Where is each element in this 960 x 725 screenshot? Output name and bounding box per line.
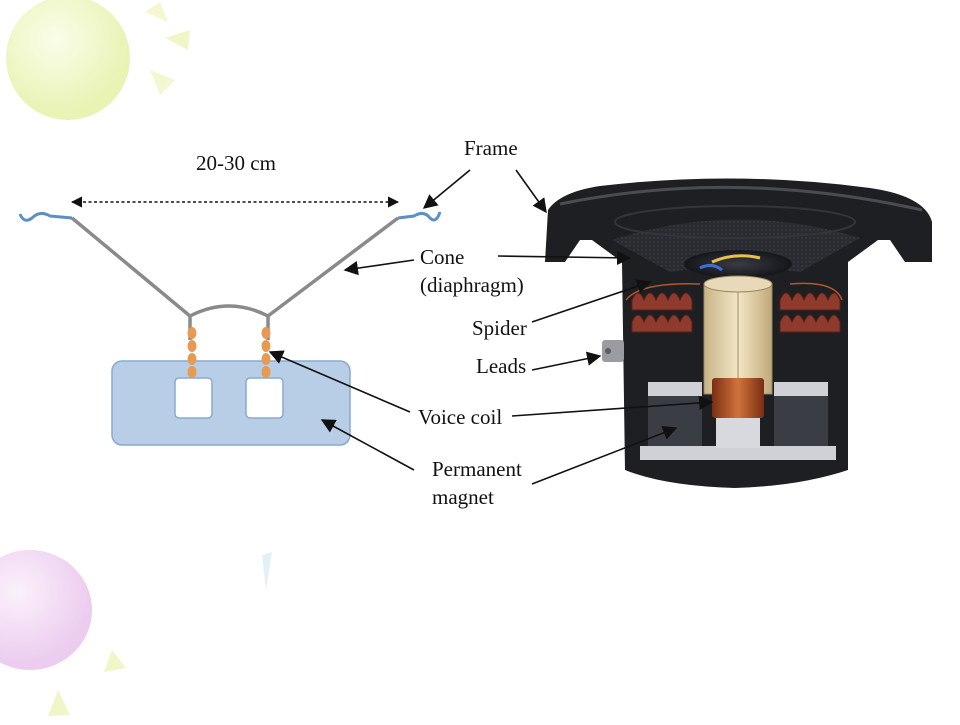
arrow-voice-coil-left <box>268 350 411 413</box>
arrow-frame-right <box>515 169 547 214</box>
voice-coil-photo <box>712 378 764 418</box>
magnet-right <box>774 396 828 446</box>
surround-left <box>18 211 73 222</box>
leader-arrows <box>268 169 714 485</box>
label-cone-sub: (diaphragm) <box>420 273 524 297</box>
cone-right-half <box>266 216 400 340</box>
label-voice-coil: Voice coil <box>418 405 503 429</box>
dust-cap-photo <box>684 250 792 278</box>
arrow-magnet-right <box>531 425 678 485</box>
label-spider: Spider <box>472 316 527 340</box>
spider-right <box>779 292 841 333</box>
spider-left <box>631 292 693 333</box>
arrow-leads <box>531 351 602 371</box>
label-magnet: Permanent <box>432 457 522 481</box>
top-plate-right <box>774 382 828 396</box>
magnet-block <box>111 360 351 446</box>
decor-bubble-top-left <box>0 0 190 120</box>
arrow-voice-coil-right <box>511 395 714 417</box>
cone-left-half <box>70 216 192 340</box>
cone-surface <box>612 219 860 272</box>
arrow-spider <box>531 279 652 323</box>
lead-wire <box>625 283 701 301</box>
speaker-cutaway <box>545 178 932 488</box>
arrow-cone-left <box>343 259 415 276</box>
dimension-label: 20-30 cm <box>196 151 276 175</box>
dust-cap <box>189 304 269 318</box>
leads-terminal <box>602 340 624 362</box>
magnet-gap-left <box>174 377 213 419</box>
top-plate-left <box>648 382 702 396</box>
arrow-magnet-left <box>320 419 415 471</box>
arrow-frame-left <box>422 169 471 209</box>
label-leads: Leads <box>476 354 527 378</box>
voice-coil-right-windings <box>261 327 271 378</box>
arrow-cone-right <box>497 250 632 266</box>
label-cone: Cone <box>420 245 465 269</box>
schematic-left <box>18 196 442 446</box>
magnet-gap-right <box>245 377 284 419</box>
decor-bubble-bottom-left <box>0 550 272 716</box>
label-frame: Frame <box>464 136 518 160</box>
back-plate <box>640 446 836 460</box>
voice-coil-left-windings <box>187 327 197 378</box>
label-magnet-sub: magnet <box>432 485 494 509</box>
surround-right <box>397 211 442 222</box>
